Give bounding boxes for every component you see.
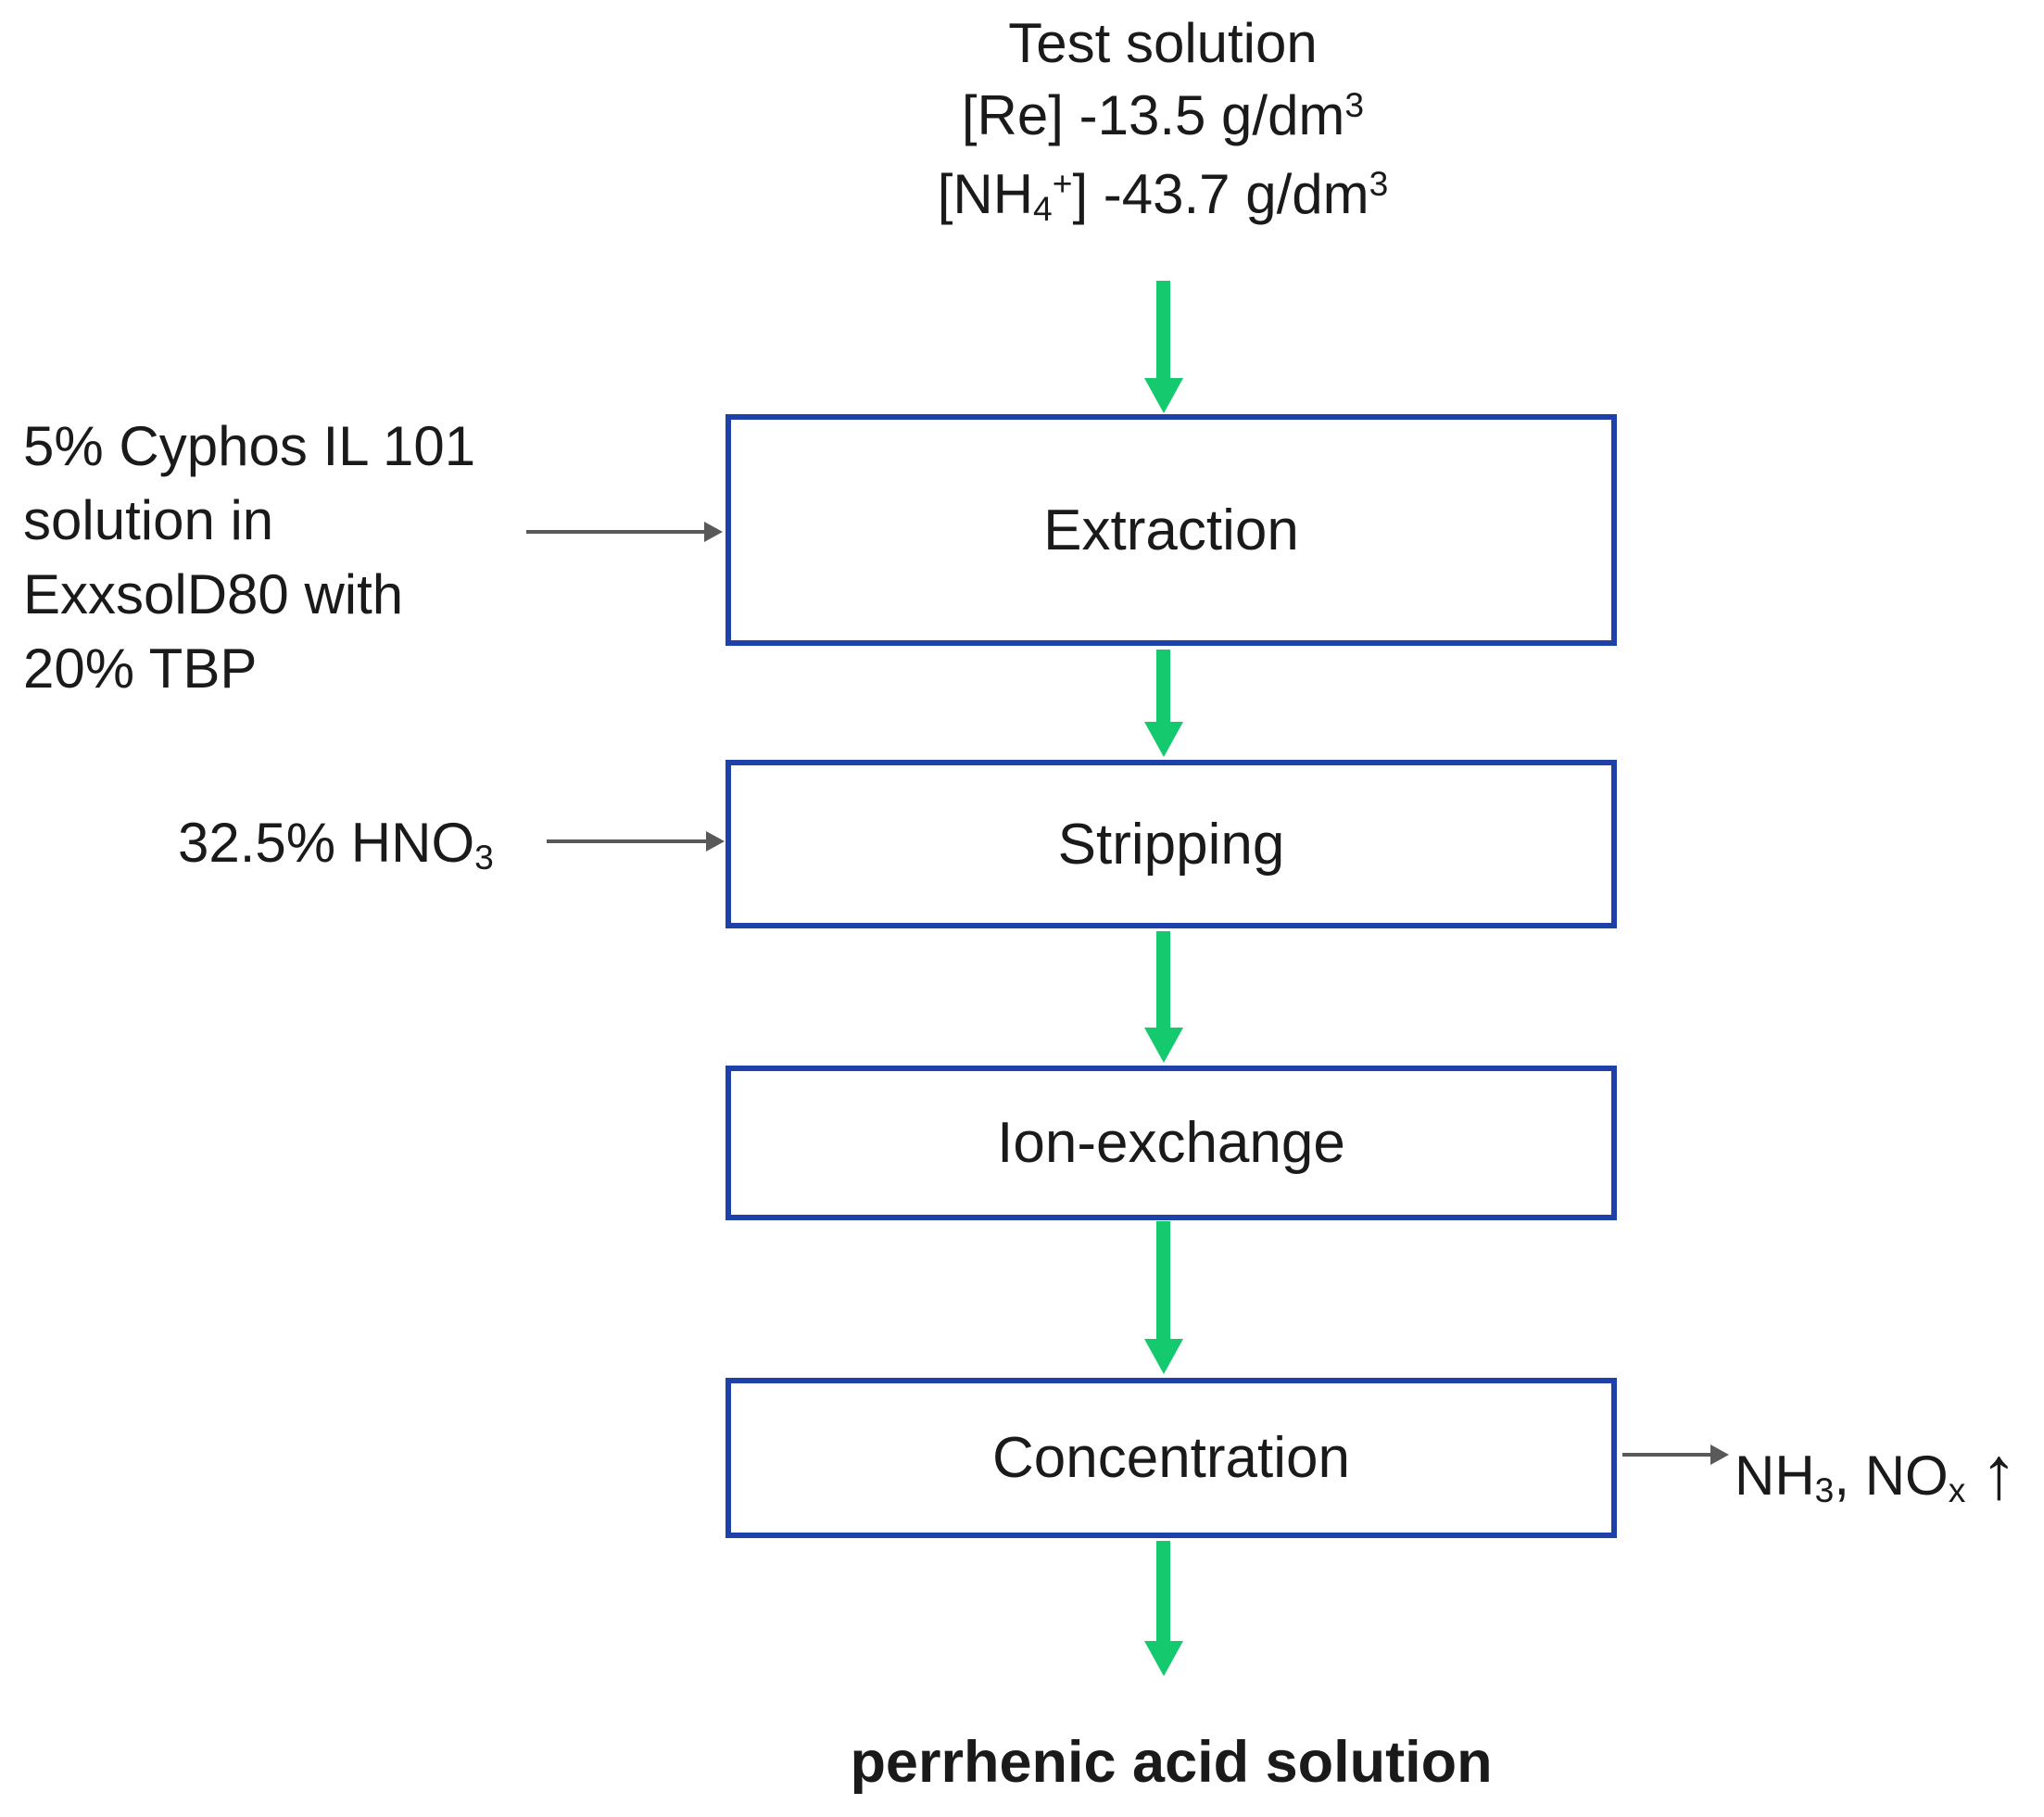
source-line-3: [NH4+] -43.7 g/dm3 [653, 158, 1672, 237]
subscript-x: x [1948, 1470, 1966, 1510]
subscript-3: 3 [474, 838, 494, 877]
up-arrow-icon: ↑ [1980, 1432, 2018, 1514]
process-box-label: Concentration [991, 1426, 1351, 1490]
down-arrow-icon-concentration-to-product [1144, 1541, 1183, 1676]
extraction-feed-line: ExxsolD80 with [23, 563, 404, 625]
nh4-open-text: [NH [937, 163, 1034, 225]
superscript-plus: + [1052, 164, 1073, 204]
extraction-feed-line: solution in [23, 489, 274, 551]
nox-text: , NO [1834, 1445, 1949, 1507]
process-box-label: Stripping [1057, 812, 1285, 877]
right-arrow-icon-offgas [1622, 1445, 1729, 1465]
down-arrow-icon-ion-exchange-to-concentration [1144, 1221, 1183, 1374]
product-label: perrhenic acid solution [850, 1730, 1493, 1795]
down-arrow-icon-stripping-to-ion-exchange [1144, 931, 1183, 1063]
process-box-label: Ion-exchange [997, 1111, 1345, 1175]
source-line-1: Test solution [1008, 12, 1318, 74]
down-arrow-icon-extraction-to-stripping [1144, 650, 1183, 757]
nh3-text: NH [1735, 1445, 1815, 1507]
source-solution-label: Test solution [Re] -13.5 g/dm3 [NH4+] -4… [653, 7, 1672, 237]
down-arrow-icon-source-to-extraction [1144, 281, 1183, 413]
extraction-feed-line: 5% Cyphos IL 101 [23, 415, 476, 477]
offgas-label: NH3, NOx ↑ [1735, 1427, 2018, 1514]
process-box-concentration: Concentration [725, 1378, 1617, 1538]
nh4-concentration-text: ] -43.7 g/dm [1072, 163, 1369, 225]
stripping-feed-label: 32.5% HNO3 [178, 808, 494, 885]
superscript-3: 3 [1369, 164, 1389, 204]
extraction-feed-label: 5% Cyphos IL 101 solution in ExxsolD80 w… [23, 410, 475, 706]
subscript-4: 4 [1033, 189, 1053, 229]
superscript-3: 3 [1344, 85, 1365, 125]
process-box-stripping: Stripping [725, 760, 1617, 928]
subscript-3: 3 [1814, 1470, 1835, 1510]
process-box-extraction: Extraction [725, 414, 1617, 646]
right-arrow-icon-extraction-feed [526, 522, 723, 542]
right-arrow-icon-stripping-feed [547, 831, 725, 852]
process-box-ion-exchange: Ion-exchange [725, 1066, 1617, 1220]
process-box-label: Extraction [1043, 498, 1299, 562]
re-concentration-text: [Re] -13.5 g/dm [961, 84, 1345, 146]
hno3-text: 32.5% HNO [178, 812, 475, 874]
extraction-feed-line: 20% TBP [23, 637, 258, 700]
source-line-2: [Re] -13.5 g/dm3 [653, 80, 1672, 158]
